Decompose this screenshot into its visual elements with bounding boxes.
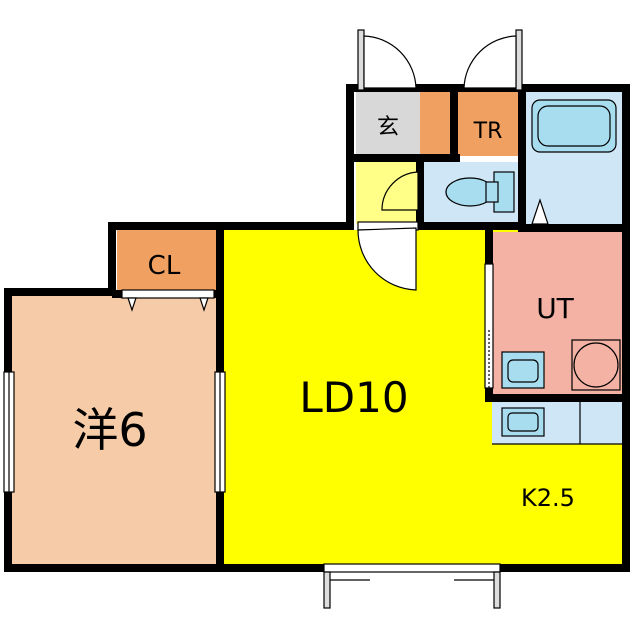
- western-room-fill: [12, 296, 218, 564]
- trunk-room-fill: [456, 92, 520, 156]
- utility-door: [484, 263, 494, 389]
- kitchen-label: K2.5: [521, 484, 575, 512]
- hall-door: [357, 171, 419, 291]
- shoe-storage-fill: [420, 92, 450, 156]
- closet-doors: [121, 289, 215, 312]
- trunk-room-label: TR: [473, 119, 503, 144]
- entrance-label: 玄: [377, 115, 399, 140]
- western-room-label: 洋6: [72, 403, 147, 457]
- fixtures: [445, 99, 621, 437]
- living-dining-label: LD10: [299, 373, 408, 422]
- left-window: [3, 371, 15, 493]
- closet-fill: [117, 230, 217, 292]
- thin-lines: [492, 400, 622, 445]
- closet-label: CL: [148, 251, 181, 281]
- balcony-doors: [323, 563, 501, 609]
- bath-door: [531, 198, 549, 225]
- top-doors: [357, 29, 523, 91]
- walls: [4, 84, 630, 572]
- entrance-fill: [356, 92, 420, 156]
- western-room-door: [214, 371, 226, 493]
- utility-label: UT: [536, 292, 574, 325]
